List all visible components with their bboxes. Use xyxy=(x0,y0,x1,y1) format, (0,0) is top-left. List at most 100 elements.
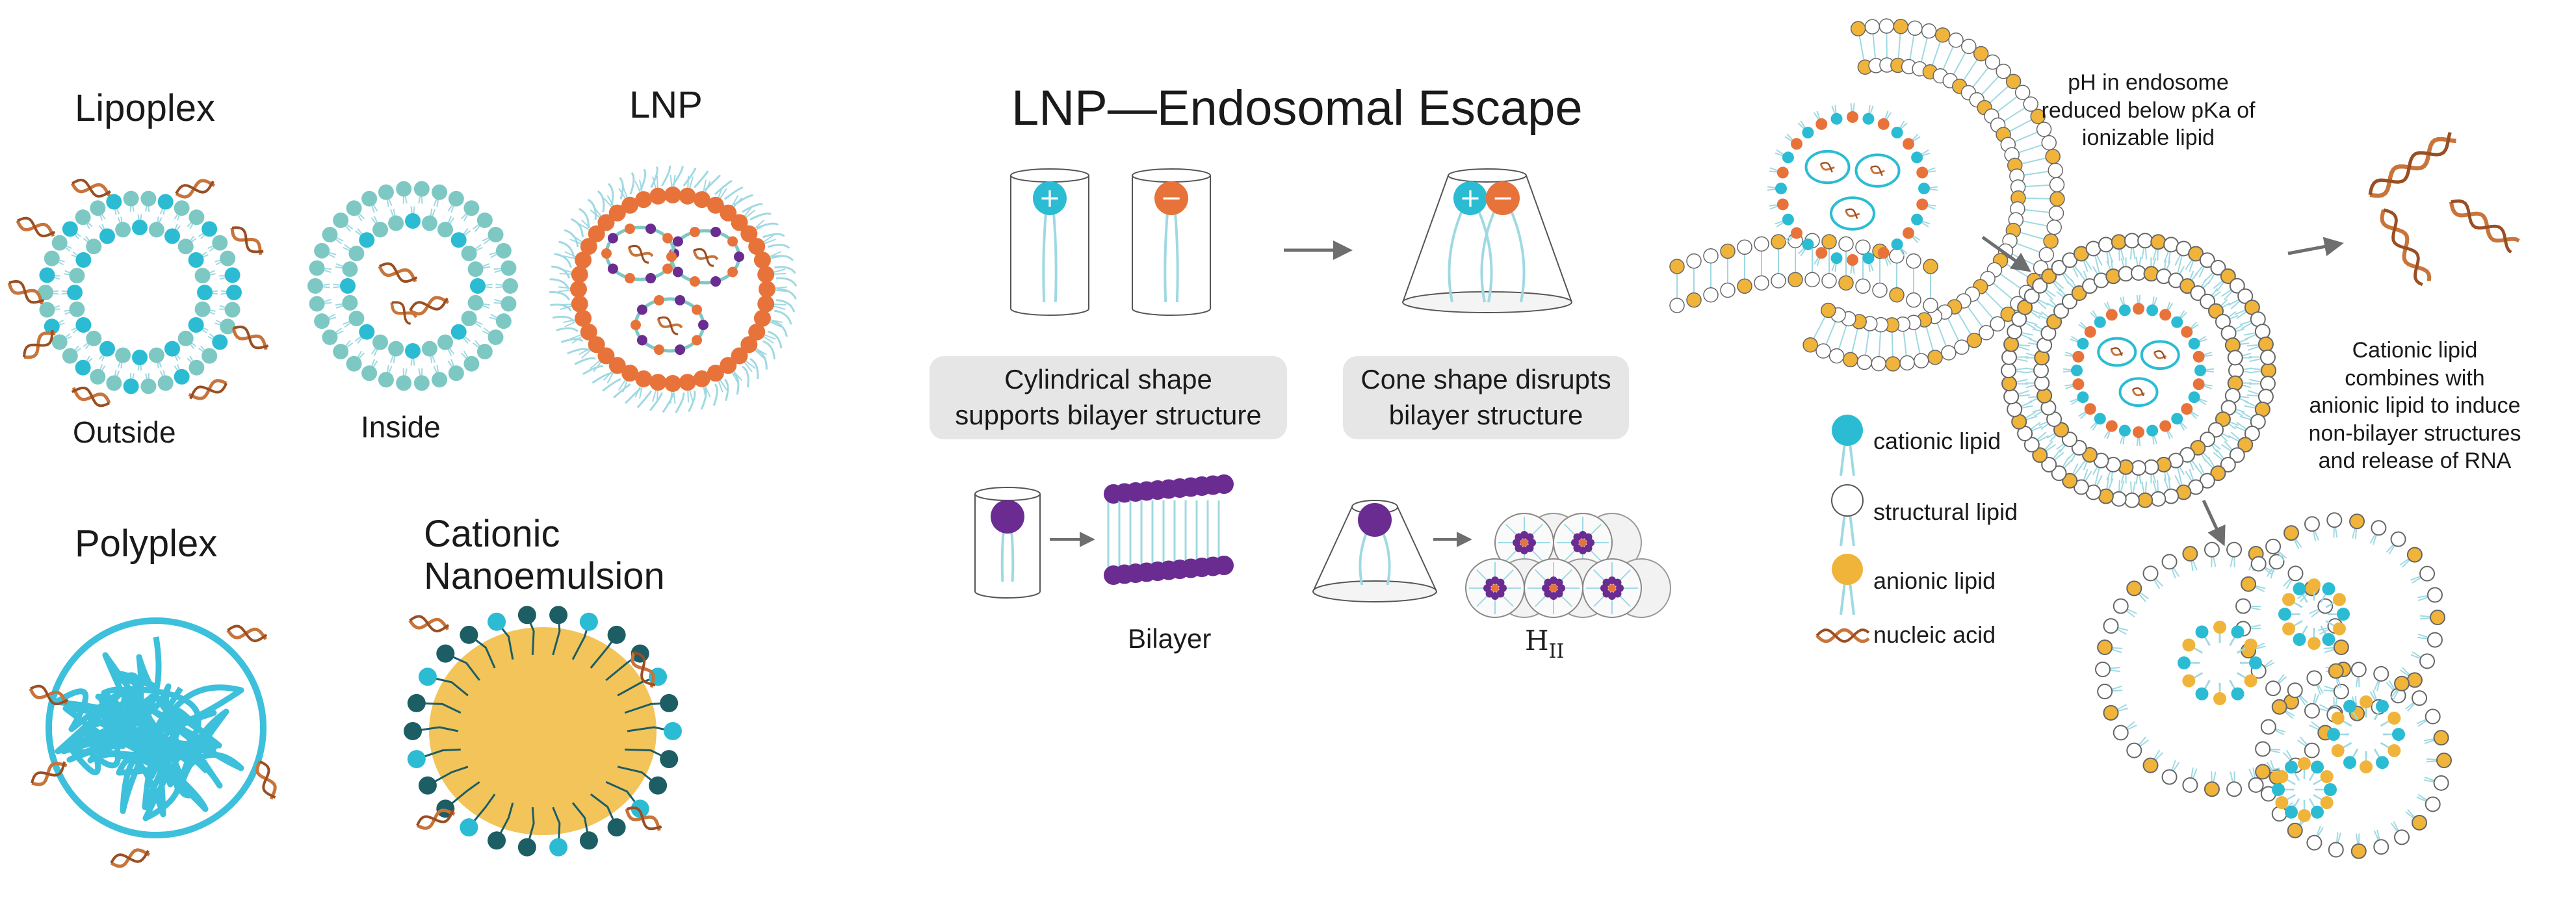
peg-chain xyxy=(756,349,768,370)
polyplex-polymer xyxy=(53,636,244,821)
cone-shape-caption: Cone shape disrupts bilayer structure xyxy=(1343,356,1629,439)
surfactant-head xyxy=(460,818,478,837)
legend-art xyxy=(1815,415,1870,643)
peg-chain xyxy=(714,179,733,195)
nucleic-acid-helix xyxy=(71,386,111,407)
surfactant-head xyxy=(664,722,682,740)
lipid-ring xyxy=(2272,757,2337,822)
nucleic-acid-helix xyxy=(29,684,69,706)
lipid-ring xyxy=(38,190,242,394)
surfactant-head xyxy=(517,606,536,625)
endosome-membrane-top xyxy=(1802,18,2065,372)
surfactant-head xyxy=(549,606,568,625)
surfactant-head xyxy=(660,693,679,712)
cone-ion-pair xyxy=(1402,168,1572,313)
lipid-head xyxy=(991,500,1024,534)
nucleic-acid-helix xyxy=(1845,208,1860,219)
peg-chain xyxy=(560,338,584,343)
nucleic-acid-helix xyxy=(23,329,56,359)
peg-chain xyxy=(774,309,792,325)
legend-cationic-icon xyxy=(1832,415,1863,446)
arrow-nonbilayer xyxy=(2202,499,2226,547)
nucleic-acid-helix xyxy=(408,615,450,633)
peg-chain xyxy=(694,170,709,188)
hexagonal-phase xyxy=(1465,513,1671,618)
bilayer-sheet xyxy=(1104,474,1234,585)
cylinder-ionizable xyxy=(1132,168,1211,316)
lipid-molecule: + xyxy=(1448,181,1493,303)
surfactant-head xyxy=(436,644,455,663)
charge-sign: − xyxy=(1160,183,1182,213)
hexagonal-phase-main: H xyxy=(1525,625,1549,656)
lipoplex-label: Lipoplex xyxy=(75,87,216,129)
surfactant-head xyxy=(631,799,649,818)
nucleic-acid-helix xyxy=(255,760,277,800)
lipid-ring xyxy=(2024,256,2253,485)
peg-chain xyxy=(767,244,790,249)
peg-chain xyxy=(571,218,584,238)
arrow-acidification xyxy=(1981,235,2031,272)
nucleic-acid-helix xyxy=(631,651,656,688)
peg-chain xyxy=(771,320,788,337)
peg-chain xyxy=(712,383,718,406)
hexagonal-phase-label: HII xyxy=(1525,625,1564,662)
nucleic-acid-helix xyxy=(692,248,719,267)
surfactant-head xyxy=(607,625,626,644)
legend-cationic-lipid-label: cationic lipid xyxy=(1873,428,2001,454)
peg-chain xyxy=(574,357,596,365)
peg-chain xyxy=(742,365,749,388)
nucleic-acid-helix xyxy=(175,179,216,199)
middle-panel-art: +−+− xyxy=(974,168,1671,618)
charge-sign: − xyxy=(1492,183,1514,213)
peg-chain xyxy=(619,177,624,200)
nucleic-acid-helix xyxy=(226,625,268,643)
cationic-anionic-release-note: Cationic lipid combines with anionic lip… xyxy=(2308,338,2521,473)
peg-chain xyxy=(762,340,775,359)
peg-chain xyxy=(549,291,571,301)
peg-chain xyxy=(776,288,797,300)
lipid-head xyxy=(1154,181,1188,215)
lipid-ring xyxy=(2001,233,2276,508)
nucleic-acid-helix xyxy=(390,301,418,326)
surfactant-head xyxy=(579,831,598,850)
peg-chain xyxy=(756,222,779,229)
nucleic-acid-helix xyxy=(2368,131,2456,198)
charge-sign: + xyxy=(1459,183,1481,213)
nucleic-acid-helix xyxy=(2110,347,2124,356)
legend-nucleic-acid-label: nucleic acid xyxy=(1873,621,1996,648)
lipid-head xyxy=(1453,181,1487,215)
lipid-ring xyxy=(2278,578,2350,650)
peg-chain xyxy=(660,165,671,187)
surfactant-head xyxy=(407,693,426,712)
cone-single xyxy=(1312,500,1437,602)
lipid-ring xyxy=(307,181,518,391)
peg-chain xyxy=(550,303,572,312)
cationic-nanoemulsion-label-line2: Nanoemulsion xyxy=(424,555,665,597)
peg-chain xyxy=(624,387,642,404)
lipid-ring xyxy=(2235,512,2445,723)
lipid-ring xyxy=(333,206,493,366)
peg-chain xyxy=(733,372,740,395)
peg-chain xyxy=(742,203,763,213)
lipid-ring xyxy=(2327,695,2405,773)
lipid-molecule xyxy=(1358,503,1392,586)
peg-chain xyxy=(636,390,653,409)
peg-chain xyxy=(675,392,685,413)
polyplex-outline xyxy=(46,617,267,838)
surfactant-head xyxy=(649,776,668,795)
cylindrical-shape-caption: Cylindrical shape supports bilayer struc… xyxy=(930,356,1287,439)
peg-chain xyxy=(554,253,572,268)
surfactant-head xyxy=(660,750,679,769)
lipid-head xyxy=(1033,181,1067,215)
nonbilayer-structure xyxy=(2095,512,2452,859)
lnp-in-endosome xyxy=(1767,103,1938,274)
peg-chain xyxy=(749,213,772,221)
peg-chain xyxy=(650,166,658,188)
nucleic-acid-helix xyxy=(110,848,151,868)
polyplex-label: Polyplex xyxy=(75,523,218,565)
nucleic-acid-helix xyxy=(2449,199,2520,253)
peg-chain xyxy=(587,198,597,220)
lipid-ring xyxy=(2178,621,2262,705)
nucleic-acid-helix xyxy=(7,279,45,305)
